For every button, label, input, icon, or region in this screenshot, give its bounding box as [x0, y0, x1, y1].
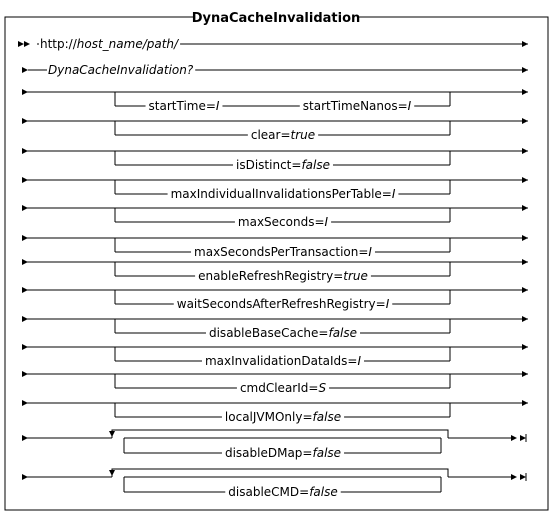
option-label: disableBaseCache=false: [209, 326, 357, 340]
option-label: maxInvalidationDataIds=I: [205, 354, 361, 368]
parameter-name: startTimeNanos=: [303, 99, 408, 113]
parameter-value: false: [301, 158, 330, 172]
option-label: clear=true: [251, 128, 315, 142]
parameter-value: false: [313, 410, 342, 424]
parameter-value: I: [368, 245, 372, 259]
arrow-end-icon: [522, 316, 528, 322]
row-cmdclearid: cmdClearId=S: [22, 371, 528, 395]
arrow-end-icon: [522, 41, 528, 47]
option-label: maxSeconds=I: [238, 215, 329, 229]
parameter-name: enableRefreshRegistry=: [198, 269, 343, 283]
option-label: localJVMOnly=false: [225, 410, 341, 424]
arrow-end-icon: [522, 89, 528, 95]
parameter-name: http://: [40, 37, 78, 51]
parameter-name: localJVMOnly=: [225, 410, 313, 424]
parameter-value: host_name/path/: [77, 37, 180, 51]
option-label: maxSecondsPerTransaction=I: [194, 245, 372, 259]
parameter-name: maxSecondsPerTransaction=: [194, 245, 368, 259]
arrow-end-icon: [522, 205, 528, 211]
arrow-start-icon: [22, 435, 28, 441]
parameter-name: cmdClearId=: [240, 381, 319, 395]
parameter-value: S: [318, 381, 326, 395]
parameter-name: waitSecondsAfterRefreshRegistry=: [177, 297, 386, 311]
row-servlet: DynaCacheInvalidation?: [22, 63, 528, 77]
parameter-name: disableBaseCache=: [209, 326, 328, 340]
default-loop: [111, 468, 449, 477]
parameter-name: disableDMap=: [225, 446, 313, 460]
parameter-value: false: [309, 485, 338, 499]
parameter-name: disableCMD=: [228, 485, 309, 499]
parameter-name: maxIndividualInvalidationsPerTable=: [171, 187, 392, 201]
arrow-start-icon: [22, 67, 28, 73]
row-isdistinct: isDistinct=false: [22, 148, 528, 172]
row-disablebasecache: disableBaseCache=false: [22, 316, 528, 340]
default-loop: [111, 429, 449, 438]
arrow-end-icon: [522, 235, 528, 241]
row-localjvm: localJVMOnly=false: [22, 400, 528, 424]
diagram-rows: http://host_name/path/DynaCacheInvalidat…: [18, 37, 528, 499]
row-maxinvalidation: maxInvalidationDataIds=I: [22, 344, 528, 368]
option-label: enableRefreshRegistry=true: [198, 269, 368, 283]
arrow-end-icon: [522, 148, 528, 154]
option-label: cmdClearId=S: [240, 381, 327, 395]
option-label: waitSecondsAfterRefreshRegistry=I: [177, 297, 390, 311]
parameter-value: DynaCacheInvalidation?: [48, 63, 194, 77]
option-label: isDistinct=false: [236, 158, 330, 172]
parameter-value: false: [328, 326, 357, 340]
row-waitseconds: waitSecondsAfterRefreshRegistry=I: [22, 287, 528, 311]
arrow-end-icon: [522, 67, 528, 73]
arrow-end-icon: [511, 474, 517, 480]
arrow-end-icon: [522, 344, 528, 350]
row-maxseconds: maxSeconds=I: [22, 205, 528, 229]
option-label: startTimeNanos=I: [303, 99, 412, 113]
parameter-value: true: [291, 128, 316, 142]
parameter-value: I: [216, 99, 220, 113]
arrow-down-icon: [109, 431, 115, 437]
double-arrow-start-icon: [24, 41, 30, 47]
parameter-name: isDistinct=: [236, 158, 301, 172]
row-url: http://host_name/path/: [18, 37, 528, 51]
option-label: disableCMD=false: [228, 485, 337, 499]
arrow-end-icon: [522, 287, 528, 293]
parameter-name: clear=: [251, 128, 291, 142]
parameter-name: startTime=: [149, 99, 216, 113]
parameter-name: maxInvalidationDataIds=: [205, 354, 357, 368]
title-backdrop: [193, 9, 359, 25]
parameter-value: I: [386, 297, 390, 311]
diagram-title: DynaCacheInvalidation: [192, 11, 361, 26]
row-disablecmd: disableCMD=false: [22, 468, 527, 499]
option-label: disableDMap=false: [225, 446, 341, 460]
arrow-down-icon: [109, 470, 115, 476]
arrow-end-icon: [520, 474, 526, 480]
arrow-end-icon: [522, 177, 528, 183]
row-disabledmap: disableDMap=false: [22, 429, 527, 460]
arrow-end-icon: [522, 118, 528, 124]
parameter-name: maxSeconds=: [238, 215, 325, 229]
diagram-frame: [4, 16, 549, 511]
parameter-value: false: [312, 446, 341, 460]
parameter-value: I: [408, 99, 412, 113]
arrow-end-icon: [522, 259, 528, 265]
parameter-value: true: [343, 269, 368, 283]
option-label: maxIndividualInvalidationsPerTable=I: [171, 187, 396, 201]
row-enablerefresh: enableRefreshRegistry=true: [22, 259, 528, 283]
segment-label: DynaCacheInvalidation?: [48, 63, 194, 77]
arrow-end-icon: [511, 435, 517, 441]
row-maxsecondspertx: maxSecondsPerTransaction=I: [22, 235, 528, 259]
arrow-start-icon: [22, 474, 28, 480]
double-arrow-start-icon: [18, 41, 24, 47]
row-clear: clear=true: [22, 118, 528, 142]
segment-label: http://host_name/path/: [40, 37, 180, 51]
parameter-value: I: [325, 215, 329, 229]
row-maxindividual: maxIndividualInvalidationsPerTable=I: [22, 177, 528, 201]
arrow-end-icon: [522, 371, 528, 377]
arrow-end-icon: [522, 400, 528, 406]
arrow-end-icon: [520, 435, 526, 441]
parameter-value: I: [392, 187, 396, 201]
option-label: startTime=I: [149, 99, 220, 113]
parameter-value: I: [357, 354, 361, 368]
